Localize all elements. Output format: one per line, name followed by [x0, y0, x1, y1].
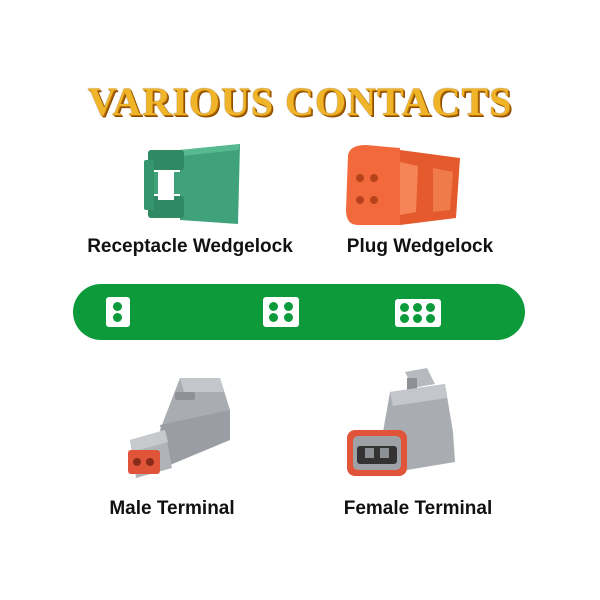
male-terminal-label: Male Terminal: [109, 498, 235, 519]
six-cavity-icon: [395, 299, 441, 327]
two-cavity-icon: [106, 297, 130, 327]
four-cavity-icon: [263, 297, 299, 327]
cavity-band: [73, 284, 525, 340]
male-terminal-image: [128, 378, 230, 478]
female-terminal-image: [347, 368, 455, 476]
plug-wedgelock-label: Plug Wedgelock: [346, 236, 494, 257]
receptacle-wedgelock-label: Receptacle Wedgelock: [87, 236, 293, 257]
plug-wedgelock-image: [346, 145, 460, 225]
female-terminal-label: Female Terminal: [343, 498, 493, 519]
page-title: VARIOUS CONTACTS: [87, 79, 513, 124]
receptacle-wedgelock-image: [144, 144, 240, 224]
